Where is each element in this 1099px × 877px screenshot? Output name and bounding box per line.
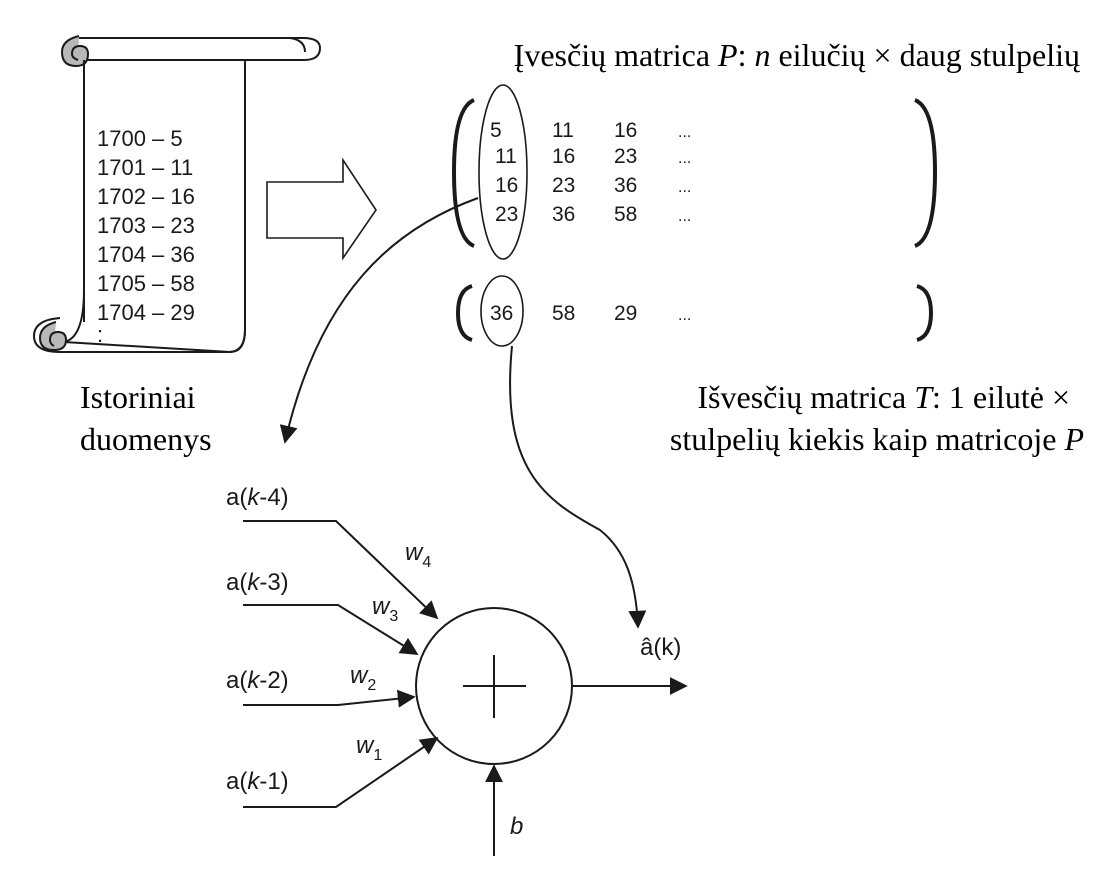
scroll-entry: 1703 – 23 <box>97 213 195 238</box>
matrix-cell: 29 <box>614 302 637 325</box>
matrix-cell: 36 <box>552 203 575 226</box>
weight-label-4: w4 <box>405 539 431 571</box>
matrix-cell: 16 <box>495 174 518 197</box>
weight-label-2: w2 <box>350 662 376 694</box>
output-label: â(k) <box>640 634 681 661</box>
scroll-entry: 1702 – 16 <box>97 184 195 209</box>
bias-label: b <box>510 813 523 840</box>
target-to-output-arrow <box>509 345 647 629</box>
scroll-entries: 1700 – 5 1701 – 11 1702 – 16 1703 – 23 1… <box>97 126 195 347</box>
input-matrix: 5 11 16 ... 11 16 23 ... 16 23 36 ... 23… <box>451 84 938 260</box>
left-bracket <box>451 98 475 248</box>
matrix-cell: ... <box>678 208 691 225</box>
matrix-cell: ... <box>678 179 691 196</box>
input-label-3: a(k-3) <box>226 569 289 596</box>
matrix-cell: 11 <box>552 119 574 142</box>
matrix-cell: 16 <box>552 145 575 168</box>
input-line-1 <box>243 736 439 808</box>
matrix-cell: 11 <box>495 145 517 168</box>
matrix-cell: ... <box>678 124 691 141</box>
right-bracket <box>916 284 934 342</box>
scroll-entry: 1704 – 36 <box>97 242 195 267</box>
input-matrix-title: Įvesčių matrica P: n eilučių × daug stul… <box>514 37 1081 73</box>
scroll-entry: 1700 – 5 <box>97 126 183 151</box>
output-matrix: 36 58 29 ... <box>455 275 934 347</box>
target-ellipse <box>480 275 524 347</box>
right-bracket <box>914 98 938 248</box>
output-matrix-label-line2: stulpelių kiekis kaip matricoje P <box>670 421 1084 457</box>
scroll-entry: 1701 – 11 <box>97 155 193 180</box>
historical-data-label-line2: duomenys <box>80 421 212 457</box>
input-line-3 <box>243 604 419 655</box>
left-bracket <box>455 284 473 342</box>
weight-label-3: w3 <box>372 593 398 625</box>
matrix-cell: 58 <box>614 203 637 226</box>
input-to-neuron-arrow <box>279 197 479 444</box>
matrix-cell: 23 <box>495 203 518 226</box>
input-line-2 <box>243 689 416 708</box>
matrix-cell: 23 <box>614 145 637 168</box>
matrix-cell: ... <box>678 150 691 167</box>
input-label-2: a(k-2) <box>226 667 289 694</box>
input-label-4: a(k-4) <box>226 484 289 511</box>
historical-data-label-line1: Istoriniai <box>80 379 196 415</box>
matrix-cell: 16 <box>614 119 637 142</box>
scroll-entry: 1704 – 29 <box>97 300 195 325</box>
scroll-entry: : <box>97 322 103 347</box>
matrix-cell: 36 <box>614 174 637 197</box>
input-line-4 <box>243 520 439 620</box>
matrix-cell: 5 <box>490 119 502 142</box>
scroll-entry: 1705 – 58 <box>97 271 195 296</box>
matrix-cell: 58 <box>552 302 575 325</box>
output-matrix-label-line1: Išvesčių matrica T: 1 eilutė × <box>697 379 1070 415</box>
scroll-icon <box>32 35 322 354</box>
matrix-cell: 36 <box>490 302 513 325</box>
input-window-ellipse <box>478 84 528 260</box>
matrix-cell: 23 <box>552 174 575 197</box>
weight-label-1: w1 <box>356 732 382 764</box>
input-label-1: a(k-1) <box>226 768 289 795</box>
matrix-cell: ... <box>678 307 691 324</box>
neuron: a(k-4) a(k-3) a(k-2) a(k-1) w4 w3 w2 w1 … <box>226 484 688 856</box>
transform-arrow-icon <box>266 157 377 261</box>
